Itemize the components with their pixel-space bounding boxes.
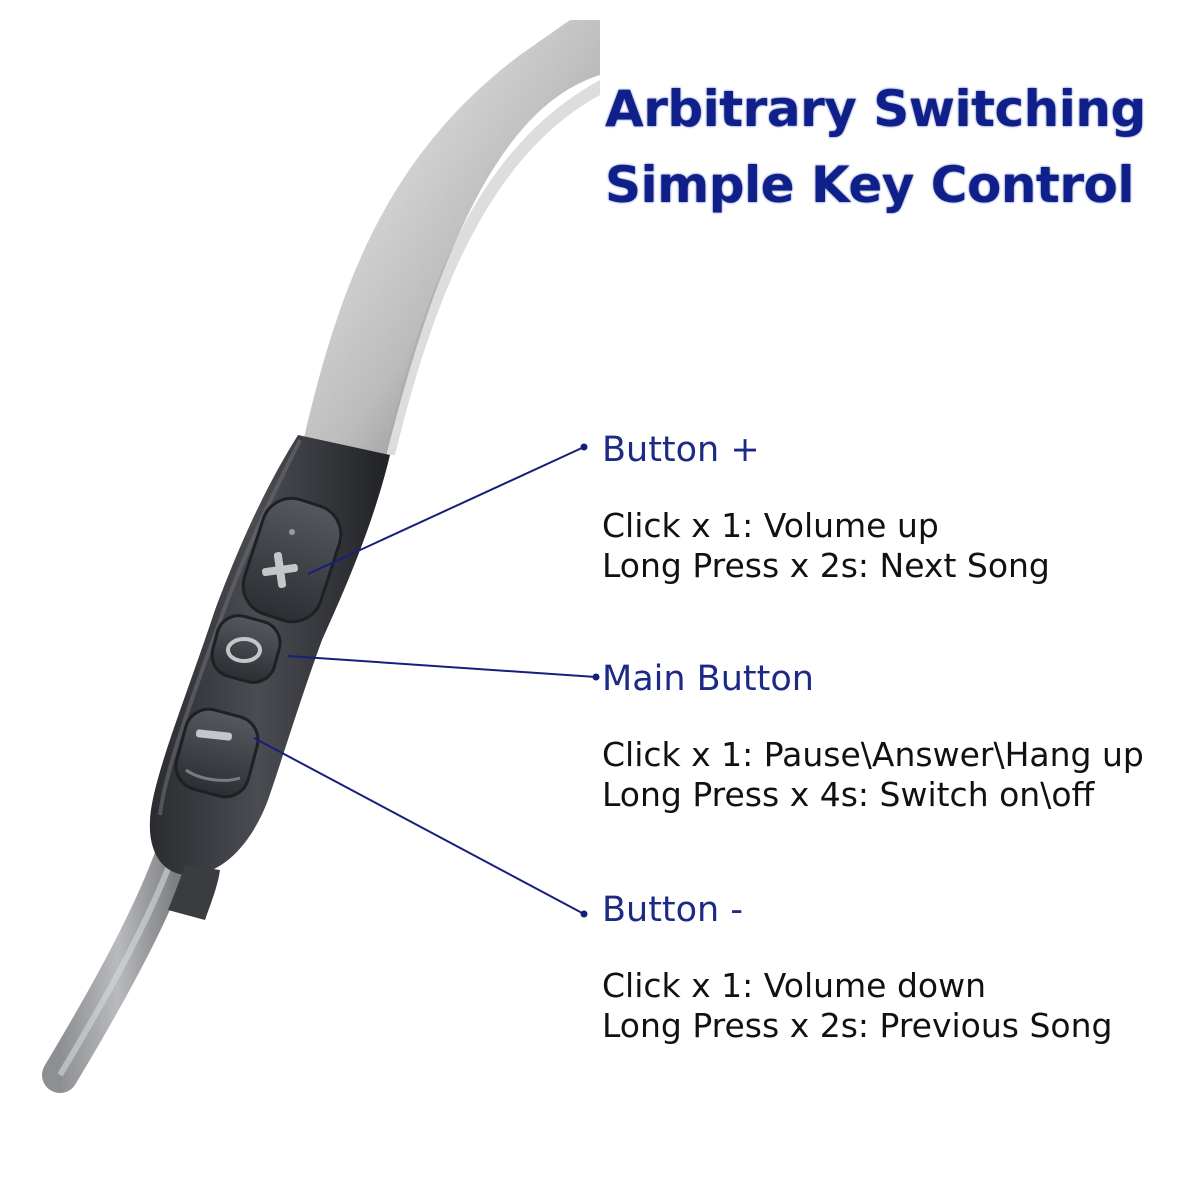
- title-line-1: Arbitrary Switching: [605, 80, 1146, 138]
- leader-line-main: [287, 655, 597, 678]
- main-button-click-action: Click x 1: Pause\Answer\Hang up: [602, 735, 1144, 774]
- button-plus-description: Click x 1: Volume up Long Press x 2s: Ne…: [602, 506, 1192, 586]
- leader-dot-main: [592, 673, 600, 681]
- cable: [42, 832, 193, 1093]
- leader-dot-plus: [580, 443, 588, 451]
- plus-icon: [262, 552, 298, 588]
- button-plus-label: Button +: [602, 430, 760, 470]
- leader-line-plus: [307, 446, 585, 575]
- leader-lines: [253, 443, 600, 918]
- button-minus-longpress-action: Long Press x 2s: Previous Song: [602, 1006, 1113, 1045]
- button-plus-longpress-action: Long Press x 2s: Next Song: [602, 546, 1050, 585]
- main-button: [210, 614, 282, 684]
- neckband: [300, 20, 600, 460]
- callout-main-button: Main Button Click x 1: Pause\Answer\Hang…: [602, 659, 1192, 815]
- circle-icon: [226, 637, 262, 663]
- title-line-2: Simple Key Control: [605, 156, 1134, 214]
- button-minus-description: Click x 1: Volume down Long Press x 2s: …: [602, 966, 1192, 1046]
- main-button-label: Main Button: [602, 659, 814, 699]
- leader-dot-minus: [580, 910, 588, 918]
- button-minus-label: Button -: [602, 890, 743, 930]
- button-plus-click-action: Click x 1: Volume up: [602, 506, 939, 545]
- minus-button: [174, 707, 260, 799]
- plus-button: [241, 496, 343, 624]
- main-button-longpress-action: Long Press x 4s: Switch on\off: [602, 775, 1095, 814]
- callout-button-plus: Button + Click x 1: Volume up Long Press…: [602, 430, 1192, 586]
- minus-icon: [195, 729, 233, 741]
- leader-line-minus: [253, 737, 585, 915]
- main-button-description: Click x 1: Pause\Answer\Hang up Long Pre…: [602, 735, 1192, 815]
- callout-button-minus: Button - Click x 1: Volume down Long Pre…: [602, 890, 1192, 1046]
- button-minus-click-action: Click x 1: Volume down: [602, 966, 987, 1005]
